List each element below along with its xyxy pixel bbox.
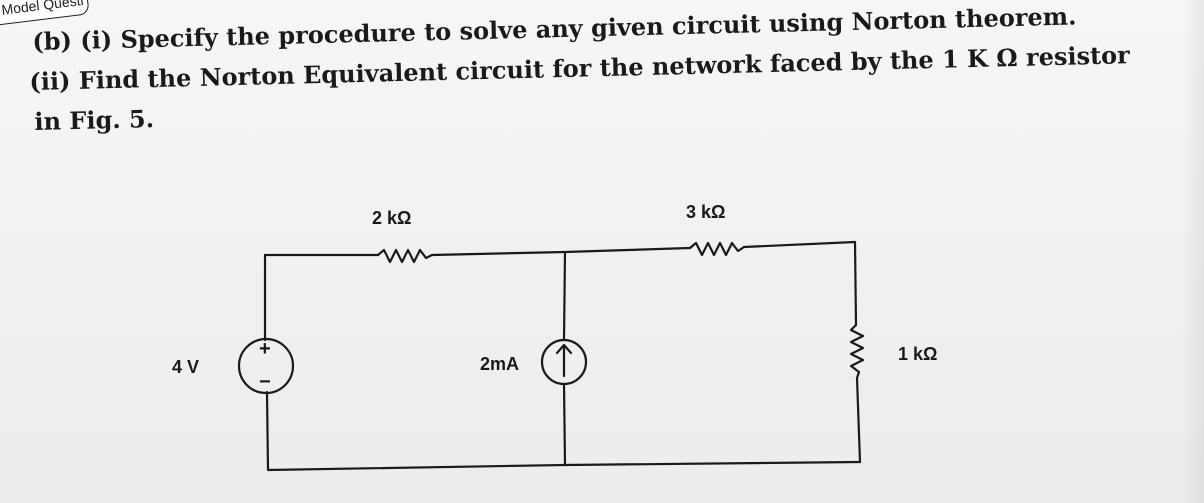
wire-middle-bottom [562,382,567,467]
label-3k: 3 kΩ [686,202,725,222]
current-source-symbol [540,338,588,386]
wire-bottom [265,390,862,472]
label-2ma: 2mA [480,354,519,374]
wire-top-right [742,240,858,327]
resistor-2k-symbol [376,248,434,264]
label-4v: 4 V [172,357,199,377]
wire-middle-top [562,250,567,342]
resistor-3k-symbol [688,241,746,257]
voltage-source-symbol [237,337,295,395]
wire-right-down [855,376,862,464]
label-2k: 2 kΩ [372,208,411,228]
wire-top-left [263,253,380,342]
minus-sign: − [259,371,271,393]
page-edge-shadow [1182,0,1204,503]
wire-top-middle [430,246,692,257]
plus-sign: + [259,338,271,360]
resistor-1k-symbol [849,323,865,380]
label-1k: 1 kΩ [898,344,937,364]
current-arrow-icon [555,343,573,378]
